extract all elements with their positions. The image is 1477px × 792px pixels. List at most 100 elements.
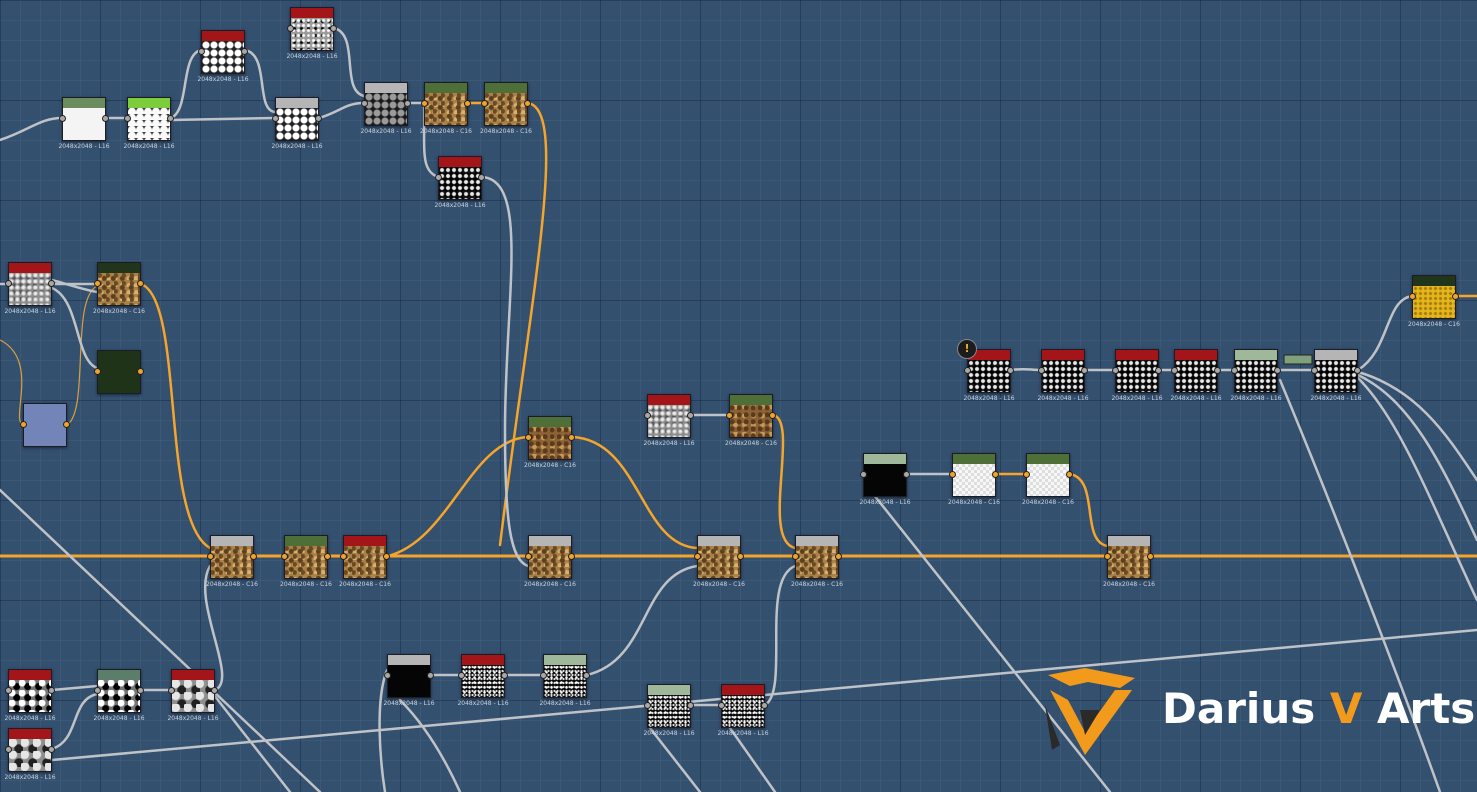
node-input-port[interactable] — [1231, 367, 1238, 374]
node-input-port[interactable] — [644, 702, 651, 709]
graph-node[interactable] — [290, 7, 334, 51]
node-output-port[interactable] — [687, 702, 694, 709]
graph-node[interactable] — [863, 453, 907, 497]
graph-node[interactable] — [1412, 275, 1456, 319]
node-output-port[interactable] — [404, 100, 411, 107]
node-output-port[interactable] — [1274, 367, 1281, 374]
graph-node[interactable] — [438, 156, 482, 200]
node-input-port[interactable] — [287, 25, 294, 32]
node-output-port[interactable] — [501, 672, 508, 679]
node-output-port[interactable] — [250, 553, 257, 560]
node-output-port[interactable] — [524, 100, 531, 107]
node-output-port[interactable] — [1081, 367, 1088, 374]
graph-node[interactable] — [1115, 349, 1159, 393]
node-input-port[interactable] — [525, 553, 532, 560]
node-input-port[interactable] — [1112, 367, 1119, 374]
node-output-port[interactable] — [137, 280, 144, 287]
graph-node[interactable] — [697, 535, 741, 579]
node-input-port[interactable] — [124, 115, 131, 122]
node-input-port[interactable] — [1311, 367, 1318, 374]
graph-node[interactable] — [543, 654, 587, 698]
node-input-port[interactable] — [59, 115, 66, 122]
graph-node[interactable] — [210, 535, 254, 579]
graph-node[interactable] — [1107, 535, 1151, 579]
graph-node[interactable] — [23, 403, 67, 447]
node-input-port[interactable] — [860, 471, 867, 478]
node-input-port[interactable] — [435, 174, 442, 181]
node-input-port[interactable] — [20, 421, 27, 428]
graph-node[interactable] — [729, 394, 773, 438]
graph-node[interactable] — [275, 97, 319, 141]
node-output-port[interactable] — [583, 672, 590, 679]
graph-node[interactable] — [97, 350, 141, 394]
node-input-port[interactable] — [94, 368, 101, 375]
node-output-port[interactable] — [330, 25, 337, 32]
node-output-port[interactable] — [1214, 367, 1221, 374]
graph-node[interactable] — [1026, 453, 1070, 497]
node-input-port[interactable] — [421, 100, 428, 107]
graph-node[interactable] — [528, 535, 572, 579]
graph-node[interactable] — [8, 728, 52, 772]
graph-node[interactable] — [461, 654, 505, 698]
node-output-port[interactable] — [478, 174, 485, 181]
graph-node[interactable] — [97, 669, 141, 713]
node-output-port[interactable] — [427, 672, 434, 679]
node-output-port[interactable] — [167, 115, 174, 122]
node-output-port[interactable] — [324, 553, 331, 560]
graph-node[interactable] — [1234, 349, 1278, 393]
graph-node[interactable] — [62, 97, 106, 141]
graph-node[interactable] — [387, 654, 431, 698]
graph-node[interactable] — [343, 535, 387, 579]
node-output-port[interactable] — [383, 553, 390, 560]
node-input-port[interactable] — [481, 100, 488, 107]
node-input-port[interactable] — [964, 367, 971, 374]
node-output-port[interactable] — [102, 115, 109, 122]
node-input-port[interactable] — [272, 115, 279, 122]
node-output-port[interactable] — [63, 421, 70, 428]
node-input-port[interactable] — [207, 553, 214, 560]
node-output-port[interactable] — [992, 471, 999, 478]
node-input-port[interactable] — [1023, 471, 1030, 478]
node-input-port[interactable] — [458, 672, 465, 679]
node-output-port[interactable] — [761, 702, 768, 709]
node-output-port[interactable] — [315, 115, 322, 122]
node-output-port[interactable] — [137, 368, 144, 375]
graph-node[interactable] — [528, 416, 572, 460]
node-input-port[interactable] — [94, 687, 101, 694]
node-output-port[interactable] — [1155, 367, 1162, 374]
node-input-port[interactable] — [718, 702, 725, 709]
graph-node[interactable] — [1174, 349, 1218, 393]
node-input-port[interactable] — [1171, 367, 1178, 374]
node-input-port[interactable] — [384, 672, 391, 679]
node-input-port[interactable] — [5, 280, 12, 287]
node-output-port[interactable] — [903, 471, 910, 478]
node-input-port[interactable] — [5, 746, 12, 753]
node-output-port[interactable] — [568, 553, 575, 560]
node-input-port[interactable] — [94, 280, 101, 287]
node-output-port[interactable] — [48, 687, 55, 694]
node-input-port[interactable] — [1104, 553, 1111, 560]
graph-node[interactable] — [721, 684, 765, 728]
graph-node[interactable] — [1041, 349, 1085, 393]
node-output-port[interactable] — [737, 553, 744, 560]
node-input-port[interactable] — [694, 553, 701, 560]
graph-node[interactable] — [364, 82, 408, 126]
node-output-port[interactable] — [464, 100, 471, 107]
graph-node[interactable] — [647, 394, 691, 438]
graph-node[interactable] — [795, 535, 839, 579]
node-input-port[interactable] — [540, 672, 547, 679]
node-input-port[interactable] — [644, 412, 651, 419]
graph-node[interactable] — [127, 97, 171, 141]
graph-node[interactable] — [1314, 349, 1358, 393]
node-output-port[interactable] — [835, 553, 842, 560]
graph-node[interactable] — [484, 82, 528, 126]
graph-node[interactable] — [171, 669, 215, 713]
graph-node[interactable] — [8, 669, 52, 713]
graph-node[interactable] — [8, 262, 52, 306]
node-output-port[interactable] — [1007, 367, 1014, 374]
node-output-port[interactable] — [211, 687, 218, 694]
graph-node[interactable] — [952, 453, 996, 497]
node-input-port[interactable] — [792, 553, 799, 560]
node-output-port[interactable] — [48, 746, 55, 753]
graph-node[interactable] — [97, 262, 141, 306]
